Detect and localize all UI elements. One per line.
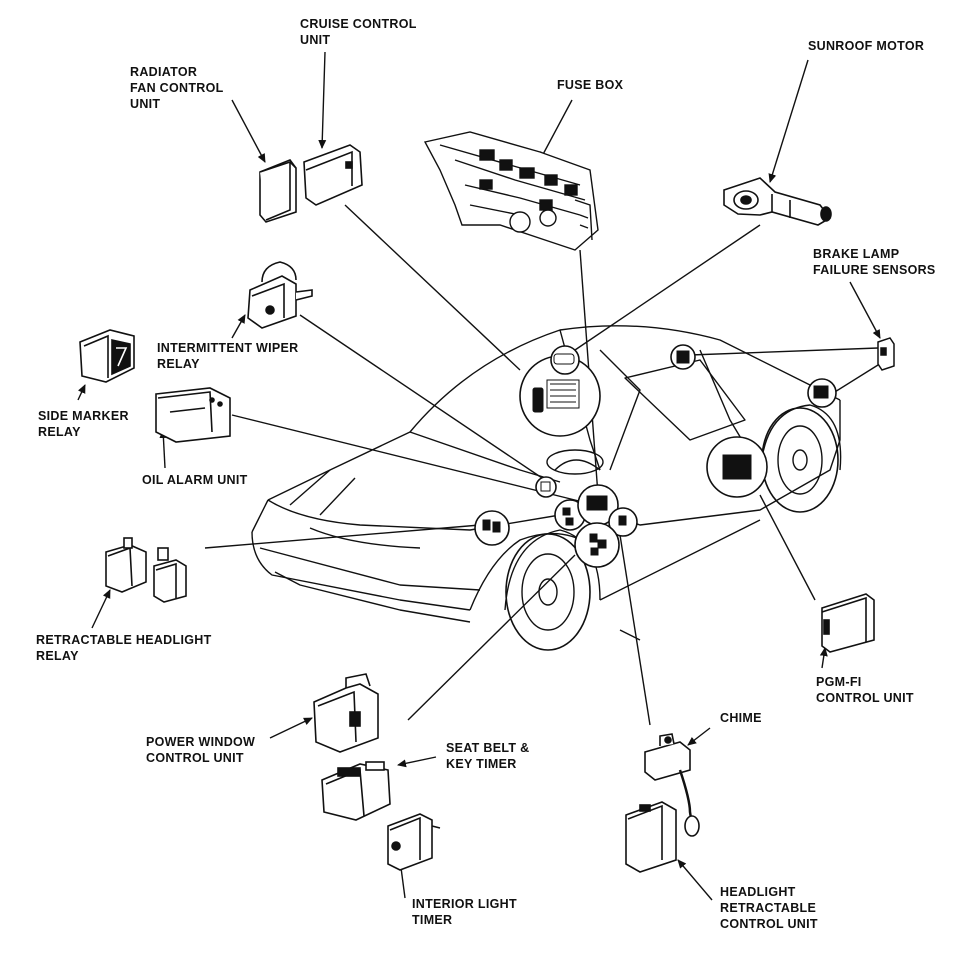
label-line: OIL ALARM UNIT — [142, 473, 248, 487]
label-line: HEADLIGHT — [720, 885, 796, 899]
timer-location-circle — [574, 522, 620, 568]
callout-contents — [482, 350, 829, 556]
label-line: CRUISE CONTROL — [300, 17, 417, 31]
oil-alarm-unit-drawing — [155, 387, 231, 443]
label-headlight-retractable-control-unit: HEADLIGHT RETRACTABLE CONTROL UNIT — [720, 884, 818, 932]
seat-belt-key-timer-drawing — [321, 761, 391, 821]
intermittent-wiper-relay-drawing — [247, 261, 313, 329]
label-radiator-fan-control-unit: RADIATOR FAN CONTROL UNIT — [130, 64, 224, 112]
label-intermittent-wiper-relay: INTERMITTENT WIPER RELAY — [157, 340, 299, 372]
leader-lines — [77, 51, 881, 901]
label-oil-alarm-unit: OIL ALARM UNIT — [142, 472, 248, 488]
label-line: FAN CONTROL — [130, 81, 224, 95]
label-pgm-fi-control-unit: PGM-FI CONTROL UNIT — [816, 674, 914, 706]
label-retractable-headlight-relay: RETRACTABLE HEADLIGHT RELAY — [36, 632, 212, 664]
label-line: RELAY — [36, 649, 79, 663]
label-line: UNIT — [300, 33, 331, 47]
label-fuse-box: FUSE BOX — [557, 77, 623, 93]
label-line: SUNROOF MOTOR — [808, 39, 925, 53]
pgm-fi-control-unit-drawing — [821, 593, 875, 653]
label-line: INTERIOR LIGHT — [412, 897, 517, 911]
label-line: RETRACTABLE HEADLIGHT — [36, 633, 212, 647]
label-side-marker-relay: SIDE MARKER RELAY — [38, 408, 129, 440]
sunroof-motor-drawing — [723, 177, 832, 226]
label-interior-light-timer: INTERIOR LIGHT TIMER — [412, 896, 517, 928]
label-line: CONTROL UNIT — [816, 691, 914, 705]
side-marker-relay-drawing — [79, 329, 135, 383]
label-sunroof-motor: SUNROOF MOTOR — [808, 38, 924, 54]
label-line: RELAY — [157, 357, 200, 371]
label-line: SIDE MARKER — [38, 409, 129, 423]
label-line: SEAT BELT & — [446, 741, 530, 755]
label-brake-lamp-failure-sensors: BRAKE LAMP FAILURE SENSORS — [813, 246, 936, 278]
label-line: TIMER — [412, 913, 453, 927]
label-seat-belt-key-timer: SEAT BELT & KEY TIMER — [446, 740, 529, 772]
location-callout-circles — [474, 344, 837, 568]
label-line: RETRACTABLE — [720, 901, 817, 915]
radiator-fan-control-unit-drawing — [259, 159, 297, 223]
label-power-window-control-unit: POWER WINDOW CONTROL UNIT — [146, 734, 255, 766]
label-line: KEY TIMER — [446, 757, 517, 771]
interior-light-timer-drawing — [387, 813, 441, 871]
cruise-control-unit-drawing — [303, 144, 363, 206]
label-line: RADIATOR — [130, 65, 198, 79]
label-line: RELAY — [38, 425, 81, 439]
label-line: UNIT — [130, 97, 161, 111]
headlight-retractable-control-unit-drawing — [625, 801, 677, 873]
headlight-relay-location-circle — [474, 510, 510, 546]
label-line: CONTROL UNIT — [146, 751, 244, 765]
power-window-control-unit-drawing — [313, 673, 379, 753]
label-line: FUSE BOX — [557, 78, 624, 92]
label-line: CONTROL UNIT — [720, 917, 818, 931]
chime-drawing — [644, 733, 700, 837]
brake-lamp-failure-sensor-drawing — [877, 337, 895, 371]
label-line: BRAKE LAMP — [813, 247, 900, 261]
label-line: CHIME — [720, 711, 762, 725]
retractable-headlight-relay-drawing — [105, 537, 187, 603]
label-line: FAILURE SENSORS — [813, 263, 936, 277]
label-cruise-control-unit: CRUISE CONTROL UNIT — [300, 16, 417, 48]
fuse-box-drawing — [423, 131, 599, 251]
label-chime: CHIME — [720, 710, 762, 726]
label-line: POWER WINDOW — [146, 735, 256, 749]
label-line: INTERMITTENT WIPER — [157, 341, 299, 355]
label-line: PGM-FI — [816, 675, 862, 689]
